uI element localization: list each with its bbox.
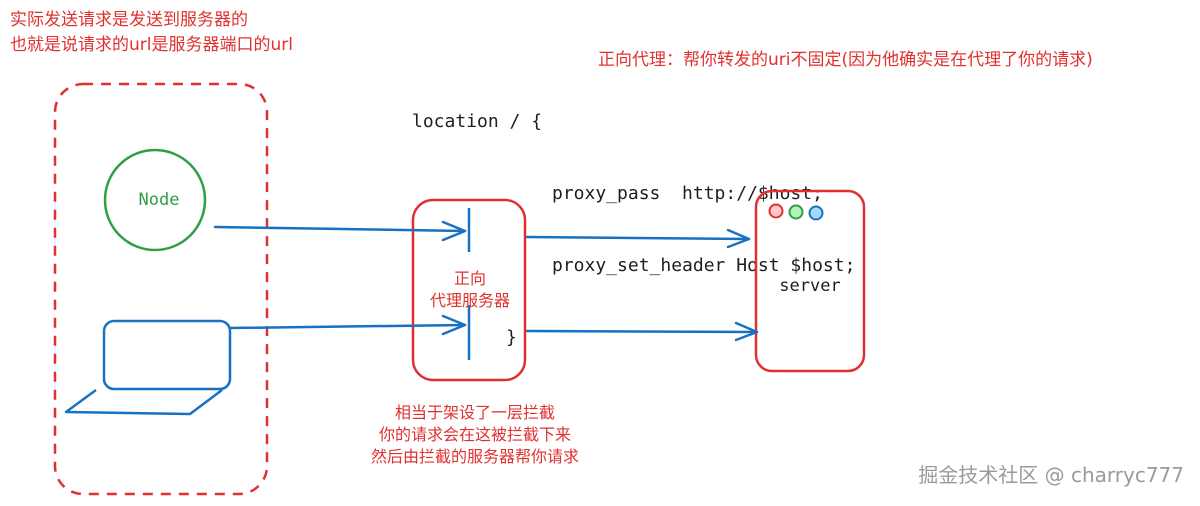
laptop-icon <box>64 319 232 416</box>
watermark: 掘金技术社区 @ charryc777 <box>918 463 1184 487</box>
server-box <box>754 189 866 373</box>
code-line-location: location / { <box>412 111 543 132</box>
client-group-boundary <box>53 82 269 496</box>
intercept-explanation-line1: 相当于架设了一层拦截 <box>394 403 555 422</box>
note-forward-proxy: 正向代理：帮你转发的uri不固定(因为他确实是在代理了你的请求) <box>598 50 1093 70</box>
arrow-proxy-to-server-top-head <box>726 228 751 249</box>
window-dot-red <box>768 203 784 219</box>
node-label: Node <box>139 190 180 210</box>
code-line-proxy-pass: proxy_pass http://$host; <box>552 183 823 204</box>
intercept-explanation-line2: 你的请求会在这被拦截下来 <box>378 425 571 444</box>
server-label: server <box>779 276 840 296</box>
arrow-proxy-to-server-bottom <box>525 329 759 334</box>
window-dot-blue <box>808 205 824 221</box>
proxy-server-box <box>411 198 527 382</box>
intercept-explanation: 相当于架设了一层拦截 你的请求会在这被拦截下来 然后由拦截的服务器帮你请求 <box>300 402 650 468</box>
code-line-proxy-set-header: proxy_set_header Host $host; <box>552 255 856 276</box>
code-line-close-brace: } <box>506 327 517 348</box>
arrow-node-to-proxy-head <box>441 220 467 242</box>
window-dot-green <box>788 204 804 220</box>
node-circle <box>103 148 207 252</box>
arrow-proxy-to-server-bottom-head <box>734 321 759 342</box>
note-request-target-line2: 也就是说请求的url是服务器端口的url <box>10 35 293 55</box>
arrow-laptop-to-proxy-head <box>441 314 467 336</box>
arrow-node-to-proxy <box>213 225 467 233</box>
nginx-config-code: location / { proxy_pass http://$host; pr… <box>412 62 855 398</box>
intercept-explanation-line3: 然后由拦截的服务器帮你请求 <box>370 447 579 466</box>
proxy-server-label: 正向 代理服务器 <box>408 268 532 312</box>
arrow-proxy-to-server-top <box>525 235 751 241</box>
note-request-target-line1: 实际发送请求是发送到服务器的 <box>10 10 248 30</box>
proxy-label-line1: 正向 <box>453 269 486 288</box>
proxy-label-line2: 代理服务器 <box>429 291 510 310</box>
arrow-laptop-to-proxy <box>228 323 467 330</box>
